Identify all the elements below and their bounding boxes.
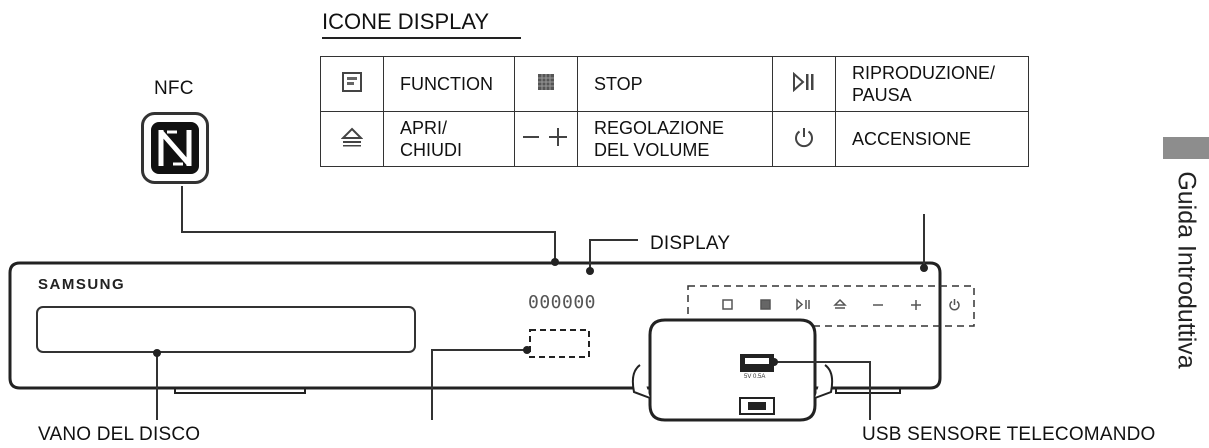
usb-port-text: 5V 0.5A — [744, 374, 766, 380]
table-title: ICONE DISPLAY — [322, 9, 490, 34]
function-icon — [342, 71, 362, 92]
label-cell: FUNCTION — [383, 56, 515, 112]
title-underline — [322, 37, 521, 39]
disc-tray-label: VANO DEL DISCO — [38, 424, 201, 445]
icon-cell — [320, 111, 384, 167]
panel-icons — [722, 298, 960, 311]
label-cell: RIPRODUZIONE/ PAUSA — [835, 56, 1029, 112]
label-cell: ACCENSIONE — [835, 111, 1029, 167]
nfc-icon — [141, 112, 209, 184]
table-row: FUNCTION STOP RIPRODUZIONE/ PAUSA — [320, 56, 1029, 112]
label-cell: REGOLAZIONE DEL VOLUME — [577, 111, 773, 167]
table-row: APRI/ CHIUDI REGOLAZIONE DEL VOLUME ACCE… — [320, 111, 1029, 167]
section-tab — [1163, 137, 1209, 159]
play-pause-icon — [793, 71, 814, 92]
display-digits: 000000 — [528, 292, 597, 313]
icon-cell — [514, 111, 578, 167]
label-cell: APRI/ CHIUDI — [383, 111, 515, 167]
eject-icon — [340, 127, 364, 146]
icon-cell — [772, 111, 836, 167]
usb-sensor-label: USB SENSORE TELECOMANDO — [862, 424, 1156, 445]
sensor-window — [529, 329, 590, 358]
brand-logo: SAMSUNG — [38, 276, 126, 293]
disc-tray-slot — [36, 306, 416, 353]
button-panel — [687, 285, 975, 327]
nfc-logo — [141, 112, 209, 189]
power-icon — [795, 127, 813, 147]
stop-icon — [538, 73, 554, 90]
icon-cell — [320, 56, 384, 112]
display-label: DISPLAY — [650, 233, 731, 254]
usb-slot-2 — [739, 397, 775, 415]
volume-icon — [523, 127, 567, 146]
usb-door — [648, 318, 817, 422]
nfc-label: NFC — [154, 78, 194, 99]
icon-display-table: FUNCTION STOP RIPRODUZIONE/ PAUSA APRI — [320, 56, 1029, 167]
